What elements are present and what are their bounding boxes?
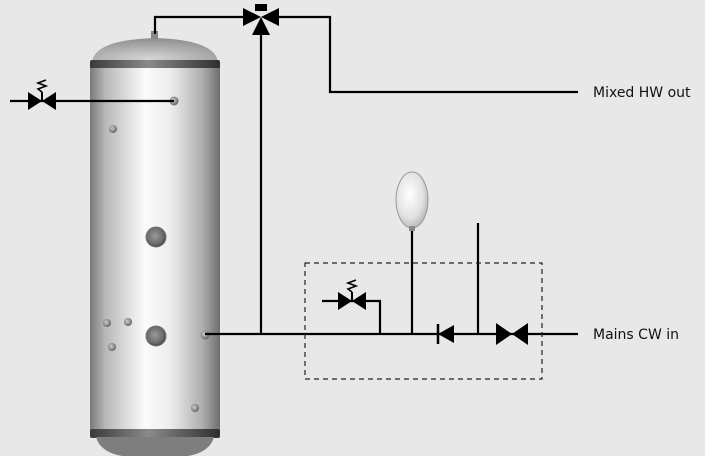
label-mains-cw-in: Mains CW in — [593, 327, 679, 343]
cylinder-body — [90, 68, 220, 430]
check-valve-icon — [436, 324, 454, 344]
thermostatic-mixing-valve-icon — [243, 4, 279, 35]
cylinder-top-dome — [92, 38, 218, 64]
inlet-control-group-box — [304, 262, 543, 380]
cylinder-coil-port-lower — [145, 325, 167, 347]
cylinder-port — [108, 343, 116, 351]
cylinder-top-outlet — [151, 31, 158, 39]
pressure-relief-valve-icon — [28, 79, 56, 110]
cylinder-port — [109, 125, 117, 133]
isolating-valve-icon — [496, 323, 528, 345]
expansion-vessel-icon — [395, 171, 429, 231]
pipework — [10, 15, 578, 336]
cylinder-port — [191, 404, 199, 412]
cylinder-coil-port-upper — [145, 226, 167, 248]
cylinder-bottom-dome — [96, 437, 214, 456]
label-mixed-hw-out: Mixed HW out — [593, 85, 691, 101]
cylinder-top-band — [90, 60, 220, 69]
pipe-relief-box — [322, 299, 382, 334]
cylinder-bottom-band — [90, 429, 220, 438]
pipe-mixed-hw-out — [270, 15, 578, 94]
cylinder-port — [103, 319, 111, 327]
cylinder-port — [124, 318, 132, 326]
pressure-relief-valve-icon — [338, 279, 366, 310]
hot-water-cylinder — [90, 31, 220, 456]
pipe-hot-outlet — [153, 15, 252, 34]
